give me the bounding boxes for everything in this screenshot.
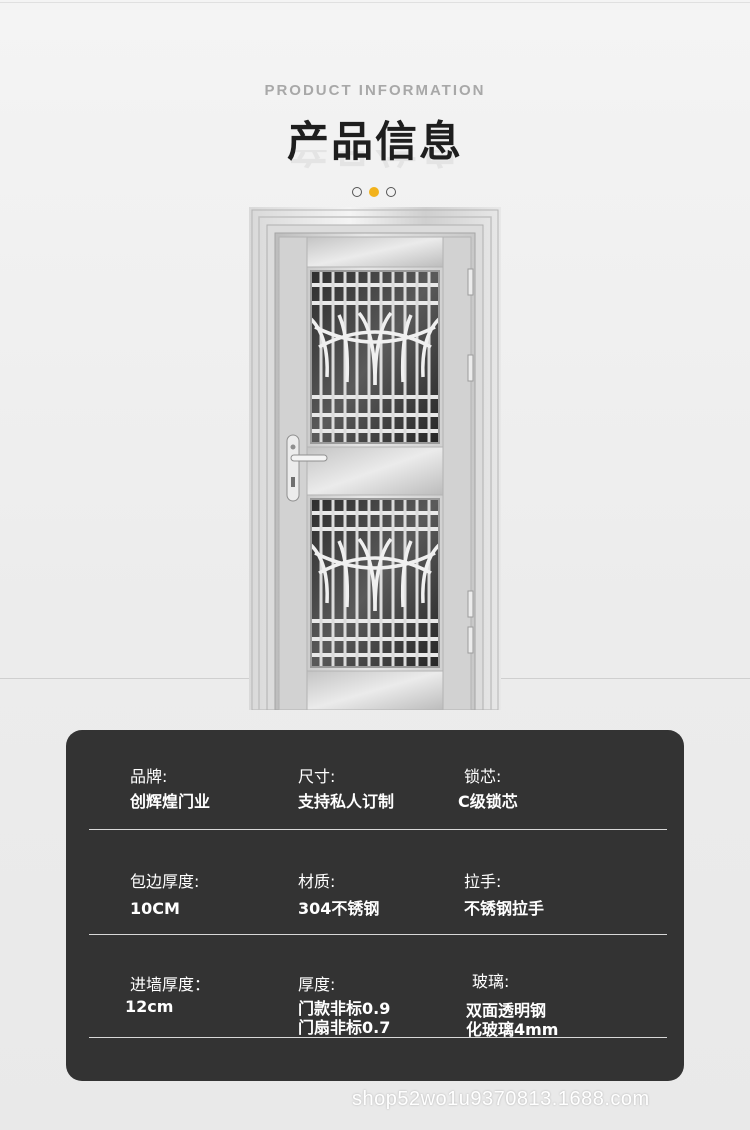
spec-handle-label: 拉手:	[464, 872, 502, 891]
pager-dot-1[interactable]	[352, 187, 362, 197]
spec-panel: 品牌: 创辉煌门业 尺寸: 支持私人订制 锁芯: C级锁芯 包边厚度: 10CM…	[66, 730, 684, 1081]
spec-thickness-label: 厚度:	[298, 975, 336, 994]
spec-thickness-value-2: 门扇非标0.7	[298, 1018, 391, 1037]
pager-dot-3[interactable]	[386, 187, 396, 197]
door-illustration	[249, 207, 501, 711]
spec-row-divider-3	[89, 1037, 667, 1038]
spec-material-label: 材质:	[298, 872, 336, 891]
spec-glass-label: 玻璃:	[472, 972, 510, 991]
carousel-pager	[350, 186, 400, 198]
spec-lock-core-value: C级锁芯	[458, 792, 518, 811]
spec-edge-thickness-value: 10CM	[130, 899, 180, 918]
spec-row-divider-2	[89, 934, 667, 935]
shop-watermark: shop52wo1u9370813.1688.com	[352, 1088, 650, 1110]
spec-glass-value-2: 化玻璃4mm	[466, 1020, 559, 1039]
top-divider	[0, 2, 750, 3]
spec-brand-value: 创辉煌门业	[130, 792, 211, 811]
section-subtitle: PRODUCT INFORMATION	[264, 82, 486, 99]
spec-lock-core-label: 锁芯:	[464, 767, 502, 786]
door-handle	[286, 434, 328, 502]
spec-wall-depth-value: 12cm	[125, 997, 174, 1016]
spec-size-label: 尺寸:	[298, 767, 336, 786]
section-title-reflection: 产品信息	[0, 150, 750, 180]
pager-dot-2[interactable]	[369, 187, 379, 197]
stainless-steel-door-image	[249, 207, 501, 711]
spec-handle-value: 不锈钢拉手	[464, 899, 545, 918]
hinges	[467, 268, 474, 654]
upper-grille	[309, 270, 441, 444]
section-title: 产品信息	[286, 117, 463, 166]
spec-glass-value-1: 双面透明钢	[466, 1001, 547, 1020]
spec-wall-depth-label: 进墙厚度：	[130, 975, 211, 994]
lower-grille	[309, 498, 441, 668]
spec-size-value: 支持私人订制	[298, 792, 395, 811]
spec-material-value: 304不锈钢	[298, 899, 380, 918]
spec-row-divider-1	[89, 829, 667, 830]
spec-brand-label: 品牌:	[130, 767, 168, 786]
spec-edge-thickness-label: 包边厚度:	[130, 872, 200, 891]
spec-thickness-value-1: 门款非标0.9	[298, 999, 391, 1018]
